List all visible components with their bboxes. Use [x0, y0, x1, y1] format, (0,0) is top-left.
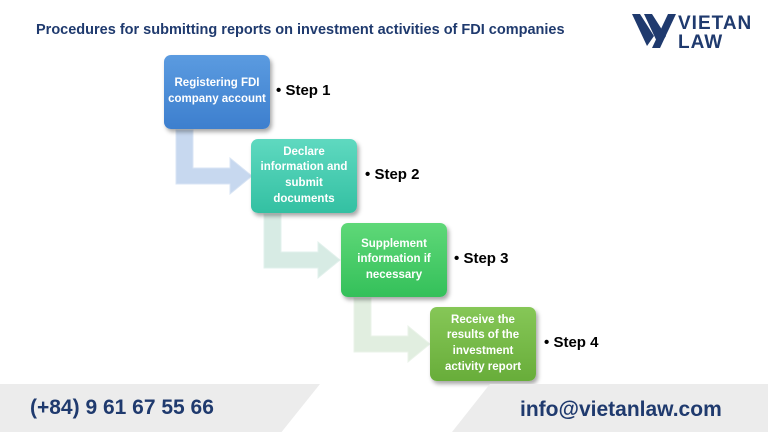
connector-arrow-1 — [175, 129, 253, 196]
step-3-box: Supplement information if necessary — [341, 223, 447, 297]
step-4-label-text: Step 4 — [553, 334, 599, 351]
footer-right-band — [452, 384, 768, 432]
footer-left-band — [0, 384, 320, 432]
phone-number[interactable]: (+84) 9 61 67 55 66 — [30, 396, 214, 419]
step-2-label: • Step 2 — [365, 166, 419, 183]
step-2-label-text: Step 2 — [374, 166, 420, 183]
logo-text-line1: VIETAN — [678, 13, 753, 34]
bullet-icon: • — [365, 166, 371, 183]
vietan-logo-icon — [632, 14, 676, 48]
connector-arrow-3 — [353, 297, 431, 364]
email-address[interactable]: info@vietanlaw.com — [520, 398, 722, 421]
bullet-icon: • — [544, 334, 550, 351]
step-2-box: Declare information and submit documents — [251, 139, 357, 213]
logo-text-line2: LAW — [678, 32, 724, 53]
step-3-text: Supplement information if necessary — [357, 237, 431, 281]
step-2-text: Declare information and submit documents — [260, 145, 348, 205]
step-3-label: • Step 3 — [454, 250, 508, 267]
page-title: Procedures for submitting reports on inv… — [36, 22, 565, 38]
step-1-text: Registering FDI company account — [168, 77, 266, 105]
step-1-label: • Step 1 — [276, 82, 330, 99]
step-4-box: Receive the results of the investment ac… — [430, 307, 536, 381]
step-4-label: • Step 4 — [544, 334, 598, 351]
bullet-icon: • — [276, 82, 282, 99]
step-1-box: Registering FDI company account — [164, 55, 270, 129]
bullet-icon: • — [454, 250, 460, 267]
connector-arrow-2 — [263, 213, 341, 280]
step-1-label-text: Step 1 — [285, 82, 331, 99]
step-4-text: Receive the results of the investment ac… — [444, 313, 522, 373]
step-3-label-text: Step 3 — [463, 250, 509, 267]
